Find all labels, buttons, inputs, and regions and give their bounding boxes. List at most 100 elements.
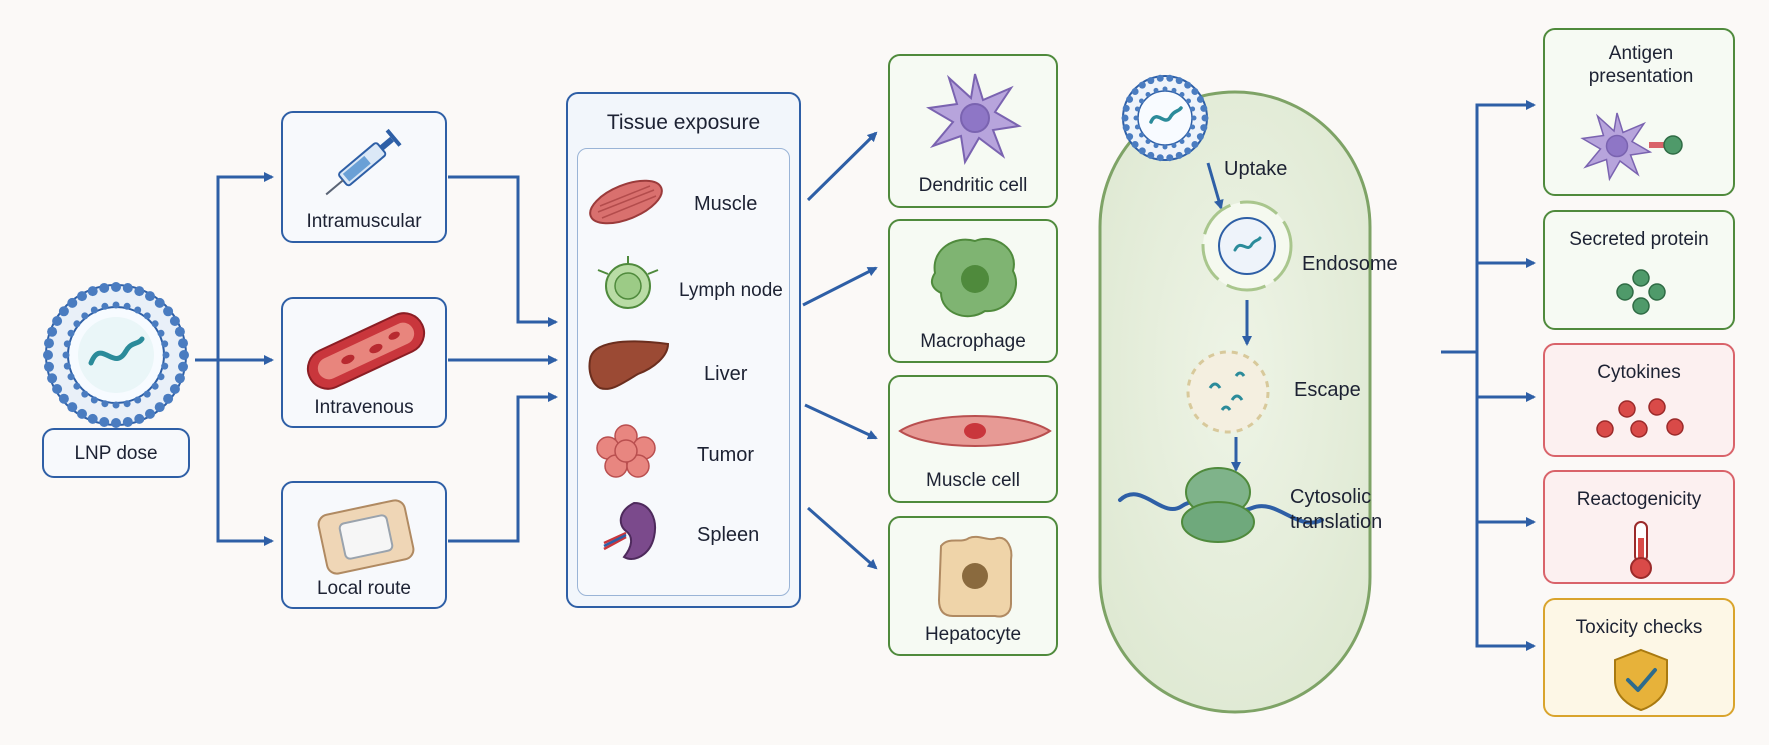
lipid-head-dot [1126, 95, 1134, 103]
muscle-icon [589, 179, 663, 225]
lipid-head-dot [1145, 139, 1151, 144]
lipid-head-dot [1166, 154, 1174, 162]
tissue-label: Lymph node [679, 280, 783, 301]
outcome-toxicity-checks: Toxicity checks [1543, 598, 1735, 717]
cell-label: Muscle cell [926, 470, 1020, 491]
lipid-head-dot [67, 329, 75, 337]
route-connectors [195, 100, 1536, 651]
lipid-head-dot [44, 338, 54, 349]
outcome-reactogenicity: Reactogenicity [1543, 470, 1735, 584]
route-label: Local route [316, 578, 411, 599]
lipid-head-dot [1184, 147, 1192, 155]
lipid-head-dot [112, 401, 120, 409]
lipid-head-dot [62, 351, 70, 359]
dendritic-cell-icon [926, 73, 1022, 165]
nanoparticle-uptake-icon [1121, 74, 1209, 162]
protein-dots-icon [1616, 269, 1666, 315]
lipid-head-dot [1200, 124, 1208, 132]
lipid-head-dot [1184, 81, 1192, 89]
cytokine-dots-icon [1596, 398, 1684, 438]
lipid-head-dot [151, 382, 159, 390]
lipid-head-dot [63, 340, 71, 348]
macrophage-icon [930, 238, 1018, 318]
lipid-head-dot [163, 306, 174, 317]
route-local: Local route [281, 481, 447, 609]
lipid-head-dot [1166, 74, 1174, 82]
lipid-head-dot [1153, 87, 1159, 93]
tissue-label: Muscle [694, 193, 758, 215]
pathway-step-label: Escape [1294, 379, 1361, 401]
lipid-head-dot [157, 329, 165, 337]
route-intravenous: Intravenous [281, 297, 447, 428]
lipid-head-dot [47, 326, 58, 337]
lipid-head-dot [1138, 81, 1146, 89]
antigen-presenting-cell-icon [1580, 112, 1683, 182]
muscle-cell-icon [898, 415, 1052, 447]
lipid-head-dot [1191, 141, 1199, 148]
lipid-head-dot [162, 351, 170, 359]
lipid-head-dot [1190, 106, 1196, 112]
cell-label: Dendritic cell [918, 175, 1028, 196]
spleen-icon [603, 501, 656, 560]
lipid-head-dot [1186, 132, 1191, 138]
pathway-step-label: Uptake [1224, 158, 1288, 180]
outcome-label: Secreted protein [1569, 229, 1709, 250]
lipid-head-dot [111, 418, 121, 428]
lipid-head-dot [1179, 139, 1185, 144]
lipid-head-dot [99, 417, 110, 427]
lipid-head-dot [1186, 98, 1191, 104]
outcome-label: Reactogenicity [1576, 489, 1702, 510]
lipid-head-dot [122, 283, 133, 293]
lipid-head-dot [63, 362, 71, 370]
lipid-head-dot [1190, 124, 1196, 130]
lipid-head-dot [52, 316, 63, 326]
tissue-label: Spleen [697, 524, 760, 546]
lipid-head-dot [87, 286, 98, 297]
lipid-head-dot [169, 384, 180, 394]
lipid-head-dot [1201, 114, 1209, 122]
lipid-head-dot [101, 302, 109, 310]
lipid-head-dot [161, 340, 169, 348]
lipid-head-dot [58, 306, 69, 317]
lipid-head-dot [87, 413, 98, 424]
lipid-head-dot [1175, 77, 1183, 85]
lipid-head-dot [1134, 124, 1140, 130]
lipid-head-dot [1200, 104, 1208, 112]
lipid-head-dot [77, 291, 87, 302]
cell-muscle: Muscle cell [888, 375, 1058, 503]
syringe-icon [325, 128, 402, 196]
lnp-dose-label: LNP dose [74, 443, 158, 464]
lipid-head-dot [90, 306, 98, 314]
lipid-head-dot [1162, 144, 1168, 150]
blood-vessel-icon [306, 312, 426, 390]
lipid-head-dot [81, 312, 89, 320]
lipid-head-dot [157, 373, 165, 381]
lipid-head-dot [1133, 115, 1139, 121]
outcome-label: Toxicity checks [1575, 617, 1703, 638]
outcome-secreted-protein: Secreted protein [1543, 210, 1735, 330]
lipid-head-dot [47, 373, 58, 384]
lipid-head-dot [90, 396, 98, 404]
lipid-head-dot [123, 302, 131, 310]
lipid-head-dot [111, 282, 121, 292]
lipid-head-dot [1171, 87, 1177, 93]
lipid-head-dot [1126, 133, 1134, 141]
lnp-dose-box: LNP dose [42, 428, 190, 478]
lipid-head-dot [1122, 124, 1130, 132]
lipid-head-dot [112, 301, 120, 309]
lipid-head-dot [73, 320, 81, 328]
lipid-head-dot [1134, 106, 1140, 112]
lipid-head-dot [1156, 154, 1164, 162]
lipid-head-dot [58, 393, 69, 404]
lipid-head-dot [161, 362, 169, 370]
hepatocyte-icon [937, 535, 1013, 618]
outcome-cytokines: Cytokines [1543, 343, 1735, 457]
lipid-head-dot [1156, 74, 1164, 82]
lipid-head-dot [134, 413, 145, 424]
thermometer-icon [1630, 521, 1652, 579]
lipid-head-dot [122, 417, 133, 427]
lipid-head-dot [1196, 133, 1204, 141]
tissue-label: Liver [704, 363, 748, 385]
lipid-head-dot [44, 361, 54, 372]
lipid-head-dot [1153, 143, 1159, 149]
